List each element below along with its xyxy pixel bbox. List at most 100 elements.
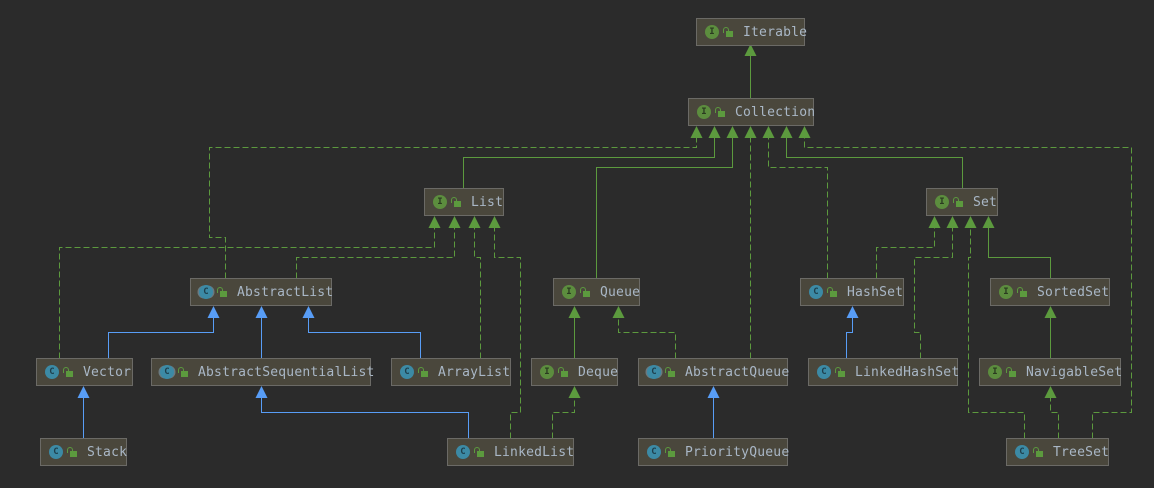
edge-line — [786, 136, 963, 189]
public-access-icon — [1017, 287, 1027, 297]
public-access-icon — [418, 367, 428, 377]
arrowhead — [568, 306, 581, 318]
public-access-icon — [953, 197, 963, 207]
edge-treeset-to-set — [964, 216, 1025, 439]
node-label: NavigableSet — [1026, 364, 1123, 380]
node-label: Set — [973, 194, 998, 210]
edge-set-to-collection — [780, 126, 963, 189]
public-access-icon — [217, 287, 227, 297]
node-vector[interactable]: C Vector — [36, 358, 133, 386]
arrowhead — [744, 44, 757, 56]
public-access-icon — [665, 447, 675, 457]
node-label: Iterable — [743, 24, 808, 40]
node-label: Vector — [83, 364, 132, 380]
public-access-icon — [1006, 367, 1016, 377]
node-linkedhashset[interactable]: C LinkedHashSet — [808, 358, 960, 386]
edge-line — [494, 226, 521, 439]
class-icon: C — [456, 445, 470, 459]
interface-icon: I — [540, 365, 554, 379]
node-list[interactable]: I List — [424, 188, 504, 216]
interface-icon: I — [697, 105, 711, 119]
class-icon: C — [809, 285, 823, 299]
edge-line — [876, 226, 935, 279]
class-icon: C — [45, 365, 59, 379]
arrowhead — [612, 306, 625, 318]
arrowhead — [448, 216, 461, 228]
public-access-icon — [63, 367, 73, 377]
edge-linkedhashset-to-set — [914, 216, 959, 359]
public-access-icon — [67, 447, 77, 457]
class-icon: C — [647, 445, 661, 459]
edge-line — [988, 226, 1051, 279]
node-label: LinkedList — [494, 444, 575, 460]
interface-icon: I — [705, 25, 719, 39]
edge-line — [914, 226, 953, 359]
edge-treeset-to-navigableset — [1044, 386, 1059, 439]
arrowhead — [568, 386, 581, 398]
edge-treeset-to-collection — [798, 126, 1132, 439]
arrowhead — [762, 126, 775, 138]
arrowhead — [255, 386, 268, 398]
node-deque[interactable]: I Deque — [531, 358, 618, 386]
arrowhead — [707, 386, 720, 398]
public-access-icon — [835, 367, 845, 377]
edge-linkedlist-to-deque — [552, 386, 581, 439]
interface-icon: I — [433, 195, 447, 209]
edge-abstractqueue-to-queue — [612, 306, 676, 359]
node-label: List — [471, 194, 504, 210]
abstract-class-icon: C — [199, 285, 213, 299]
class-icon: C — [817, 365, 831, 379]
edge-line — [209, 136, 697, 279]
public-access-icon — [723, 27, 733, 37]
public-access-icon — [827, 287, 837, 297]
node-hashset[interactable]: C HashSet — [800, 278, 904, 306]
arrowhead — [302, 306, 315, 318]
edge-linkedlist-to-abstractsequentiallist — [255, 386, 469, 439]
public-access-icon — [474, 447, 484, 457]
arrowhead — [468, 216, 481, 228]
edge-abstractlist-to-list — [296, 216, 461, 279]
edge-line — [596, 136, 733, 279]
arrowhead — [1044, 386, 1057, 398]
interface-icon: I — [562, 285, 576, 299]
edge-abstractlist-to-collection — [209, 126, 703, 279]
arrowhead — [744, 126, 757, 138]
node-linkedlist[interactable]: C LinkedList — [447, 438, 574, 466]
arrowhead — [255, 306, 268, 318]
edge-line — [463, 136, 715, 189]
abstract-class-icon: C — [647, 365, 661, 379]
public-access-icon — [580, 287, 590, 297]
edge-vector-to-abstractlist — [108, 306, 220, 359]
edge-line — [1050, 396, 1059, 439]
edge-line — [296, 226, 455, 279]
edge-line — [308, 316, 421, 359]
arrowhead — [726, 126, 739, 138]
node-label: LinkedHashSet — [855, 364, 960, 380]
arrowhead — [428, 216, 441, 228]
arrowhead — [488, 216, 501, 228]
arrowhead — [928, 216, 941, 228]
edge-deque-to-queue — [568, 306, 581, 359]
edge-sortedset-to-set — [982, 216, 1051, 279]
edge-hashset-to-collection — [762, 126, 828, 279]
interface-icon: I — [999, 285, 1013, 299]
node-iterable[interactable]: I Iterable — [696, 18, 808, 46]
node-label: HashSet — [847, 284, 904, 300]
abstract-class-icon: C — [160, 365, 174, 379]
arrowhead — [207, 306, 220, 318]
node-label: Deque — [578, 364, 619, 380]
edge-line — [804, 136, 1132, 439]
node-label: Stack — [87, 444, 128, 460]
